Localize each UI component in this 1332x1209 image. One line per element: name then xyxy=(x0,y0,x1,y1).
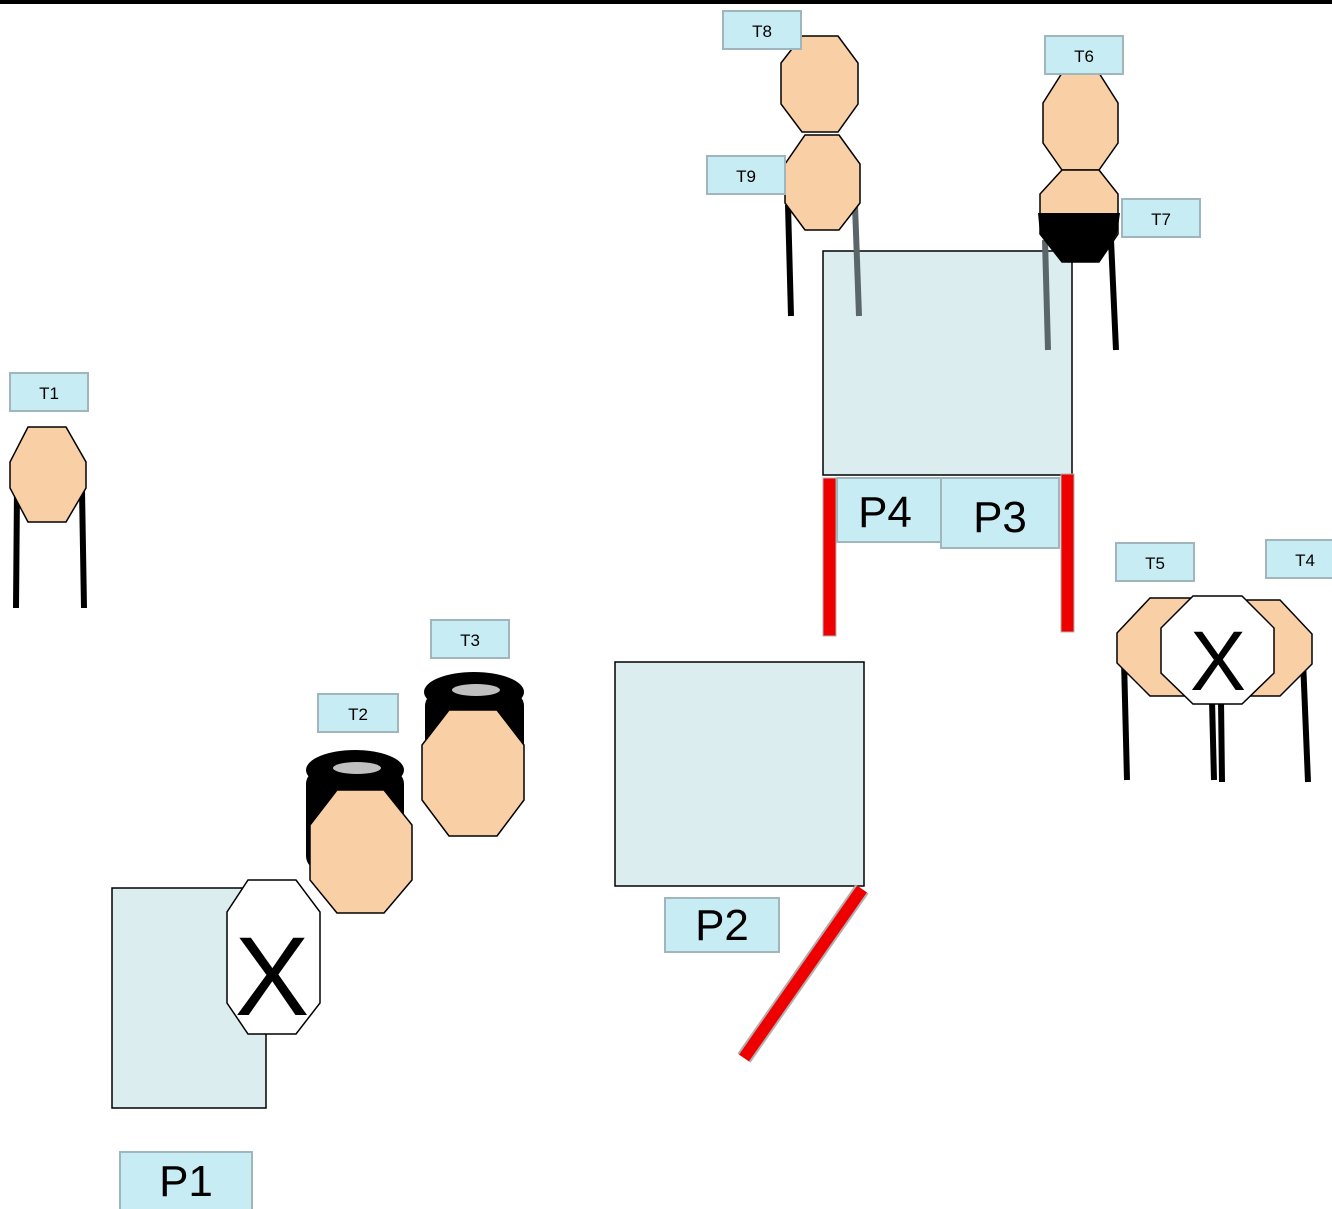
panel-p2 xyxy=(614,661,865,887)
tag-t9-label: T9 xyxy=(736,167,756,186)
tag-t1-label: T1 xyxy=(39,384,59,403)
tag-labels: T1 T2 T3 T4 T5 T6 T7 T8 xyxy=(9,10,1332,733)
x-octagon-icon-t4-t5: X xyxy=(1160,595,1275,708)
legs xyxy=(13,204,1311,783)
tag-t5: T5 xyxy=(1115,542,1195,582)
top-rule xyxy=(0,0,1332,4)
tag-t1: T1 xyxy=(9,372,89,412)
octagon-icon-t8 xyxy=(780,35,859,133)
stack-ring-icon-t3 xyxy=(421,672,525,837)
panel-label-p2: P2 xyxy=(664,897,780,953)
panel-p3-label: P3 xyxy=(973,493,1027,542)
panel-label-p3: P3 xyxy=(940,477,1060,549)
tag-t9: T9 xyxy=(706,155,786,195)
stack-ring-icon-t2 xyxy=(306,750,413,914)
tag-t8: T8 xyxy=(722,10,802,50)
tag-t4-label: T4 xyxy=(1295,551,1315,570)
octagon-icon-t1 xyxy=(9,426,87,523)
octagon-icon-t9 xyxy=(784,134,861,231)
tag-t6-label: T6 xyxy=(1074,47,1094,66)
x-symbol: X xyxy=(235,914,310,1039)
x-octagon-icon-p1: X xyxy=(226,879,321,1039)
tag-t6: T6 xyxy=(1044,35,1124,75)
tag-t7: T7 xyxy=(1121,198,1201,238)
tag-t7-label: T7 xyxy=(1151,210,1171,229)
tag-t8-label: T8 xyxy=(752,22,772,41)
octagon-icon-t7 xyxy=(1038,169,1120,263)
panel-p3-p4 xyxy=(822,250,1073,476)
x-symbol: X xyxy=(1190,614,1246,708)
panel-label-p4: P4 xyxy=(836,477,952,543)
panel-p4-label: P4 xyxy=(858,488,912,537)
tag-t5-label: T5 xyxy=(1145,554,1165,573)
tag-t3-label: T3 xyxy=(460,631,480,650)
octagon-icon-t6 xyxy=(1042,72,1119,171)
panel-labels: P1 P2 P4 P3 xyxy=(119,477,1060,1209)
tag-t2: T2 xyxy=(317,693,399,733)
tag-t3: T3 xyxy=(430,619,510,659)
barrier-bar-icon xyxy=(737,473,1075,1063)
tag-t2-label: T2 xyxy=(348,705,368,724)
panel-label-p1: P1 xyxy=(119,1151,253,1209)
panel-p2-label: P2 xyxy=(695,901,749,950)
panel-p1-label: P1 xyxy=(159,1157,213,1206)
tag-t4: T4 xyxy=(1265,539,1332,579)
